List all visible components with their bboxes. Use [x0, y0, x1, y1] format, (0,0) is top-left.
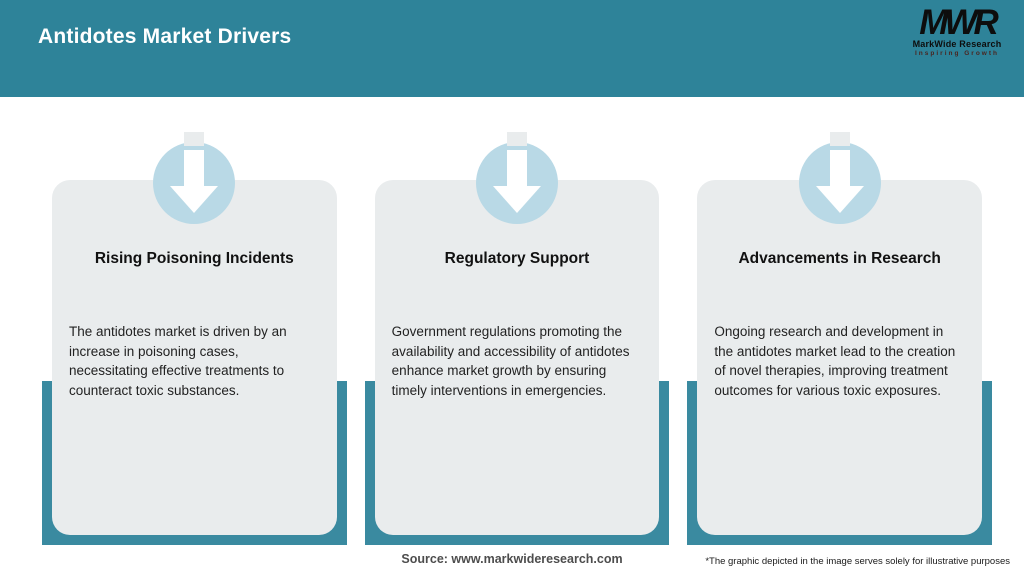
card-description: Ongoing research and development in the … — [714, 324, 956, 398]
card-title: Advancements in Research — [738, 250, 941, 267]
card-title: Regulatory Support — [444, 250, 590, 267]
markwide-logo: MWR MarkWide Research Inspiring Growth — [898, 3, 1016, 58]
arrow-shaft-cap — [507, 132, 527, 146]
logo-monogram: MWR — [919, 3, 998, 42]
arrow-head — [493, 186, 541, 213]
disclaimer-text: *The graphic depicted in the image serve… — [705, 556, 1010, 567]
arrow-shaft — [507, 150, 527, 188]
arrow-shaft — [184, 150, 205, 188]
down-arrow-icon — [798, 132, 881, 224]
header-bar: Antidotes Market Drivers MWR MarkWide Re… — [0, 0, 1024, 97]
driver-card-3: Advancements in Research Ongoing researc… — [687, 132, 993, 545]
logo-tagline: Inspiring Growth — [915, 50, 999, 58]
arrow-shaft-cap — [184, 132, 205, 146]
card-panel: Advancements in Research Ongoing researc… — [697, 132, 983, 535]
driver-card-2: Regulatory Support Government regulation… — [364, 132, 670, 545]
page-title: Antidotes Market Drivers — [38, 25, 292, 48]
arrow-head — [815, 186, 864, 213]
card-title: Rising Poisoning Incidents — [94, 250, 294, 267]
driver-cards-row: Rising Poisoning Incidents The antidotes… — [42, 132, 993, 545]
arrow-head — [170, 186, 219, 213]
card-description: The antidotes market is driven by an inc… — [69, 324, 287, 398]
arrow-shaft — [829, 150, 850, 188]
logo-company-name: MarkWide Research — [912, 39, 1002, 50]
card-description: Government regulations promoting the ava… — [391, 324, 630, 398]
driver-card-1: Rising Poisoning Incidents The antidotes… — [42, 132, 347, 545]
arrow-shaft-cap — [829, 132, 850, 146]
source-text: Source: www.markwideresearch.com — [401, 552, 623, 566]
card-panel: Regulatory Support Government regulation… — [374, 132, 660, 535]
down-arrow-icon — [153, 132, 236, 224]
down-arrow-icon — [476, 132, 558, 224]
card-panel: Rising Poisoning Incidents The antidotes… — [52, 132, 337, 535]
